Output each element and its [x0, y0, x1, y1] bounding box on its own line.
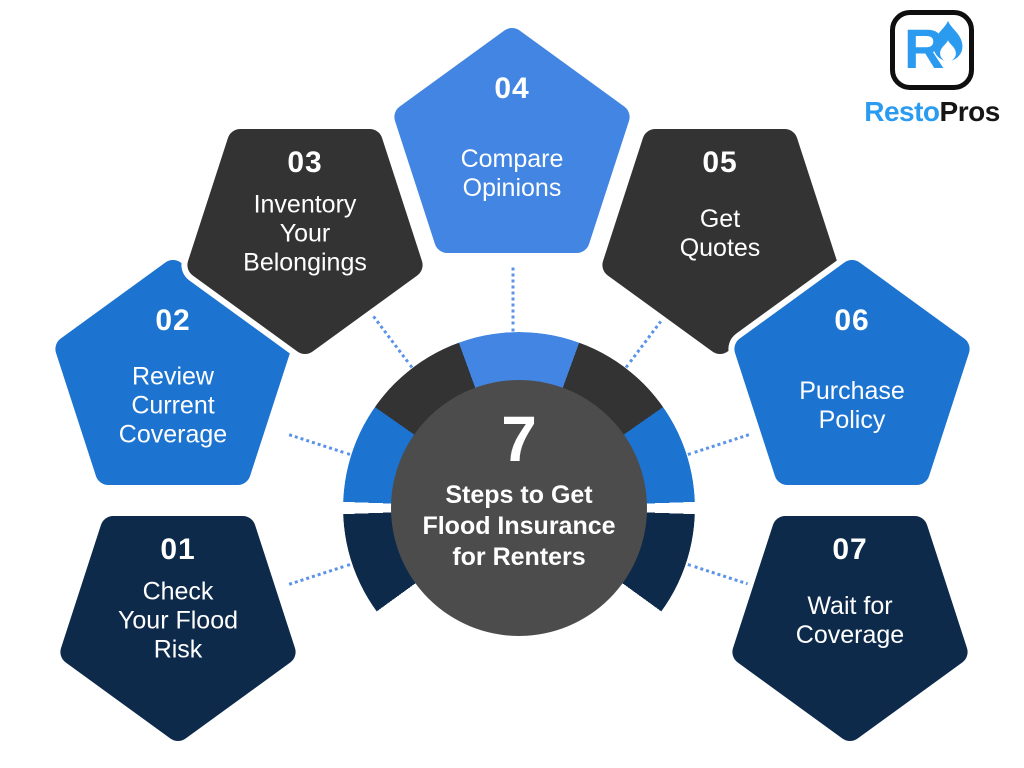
- step-number: 06: [834, 304, 870, 337]
- step-number: 02: [155, 304, 191, 337]
- step-pentagon-03: 03 Inventory Your Belongings: [181, 112, 429, 360]
- step-pentagon-07: 07 Wait for Coverage: [726, 499, 974, 747]
- step-pentagon-04: 04 Compare Opinions: [388, 22, 636, 272]
- center-circle: 7 Steps to Get Flood Insurance for Rente…: [391, 380, 647, 636]
- step-title: Review Current Coverage: [118, 362, 228, 449]
- step-number: 04: [494, 72, 530, 105]
- brand-logo: R RestoPros: [846, 10, 1018, 128]
- connector-dotted-line: [288, 433, 351, 456]
- step-number: 01: [160, 533, 196, 566]
- center-title: Steps to Get Flood Insurance for Renters: [422, 481, 616, 571]
- step-title: Check Your Flood Risk: [118, 577, 238, 664]
- step-title: Wait for Coverage: [795, 592, 905, 649]
- step-pentagon-01: 01 Check Your Flood Risk: [54, 499, 302, 747]
- step-title: Inventory Your Belongings: [243, 190, 367, 277]
- step-pentagon-06: 06 Purchase Policy: [728, 254, 976, 504]
- step-title: Compare Opinions: [460, 145, 564, 202]
- step-pentagon-05: 05 Get Quotes: [596, 112, 844, 360]
- center-number: 7: [501, 403, 537, 475]
- step-title: Purchase Policy: [799, 377, 905, 434]
- connector-dotted-line: [511, 267, 515, 332]
- step-number: 03: [287, 146, 323, 179]
- step-pentagon-02: 02 Review Current Coverage: [49, 254, 297, 504]
- brand-name-primary: Resto: [864, 96, 940, 127]
- step-title: Get Quotes: [679, 205, 761, 262]
- step-number: 05: [702, 146, 738, 179]
- brand-name-secondary: Pros: [939, 96, 1001, 127]
- flame-icon: [933, 21, 963, 62]
- brand-name: RestoPros: [846, 96, 1018, 128]
- step-number: 07: [832, 533, 868, 566]
- brand-icon: R: [890, 10, 974, 90]
